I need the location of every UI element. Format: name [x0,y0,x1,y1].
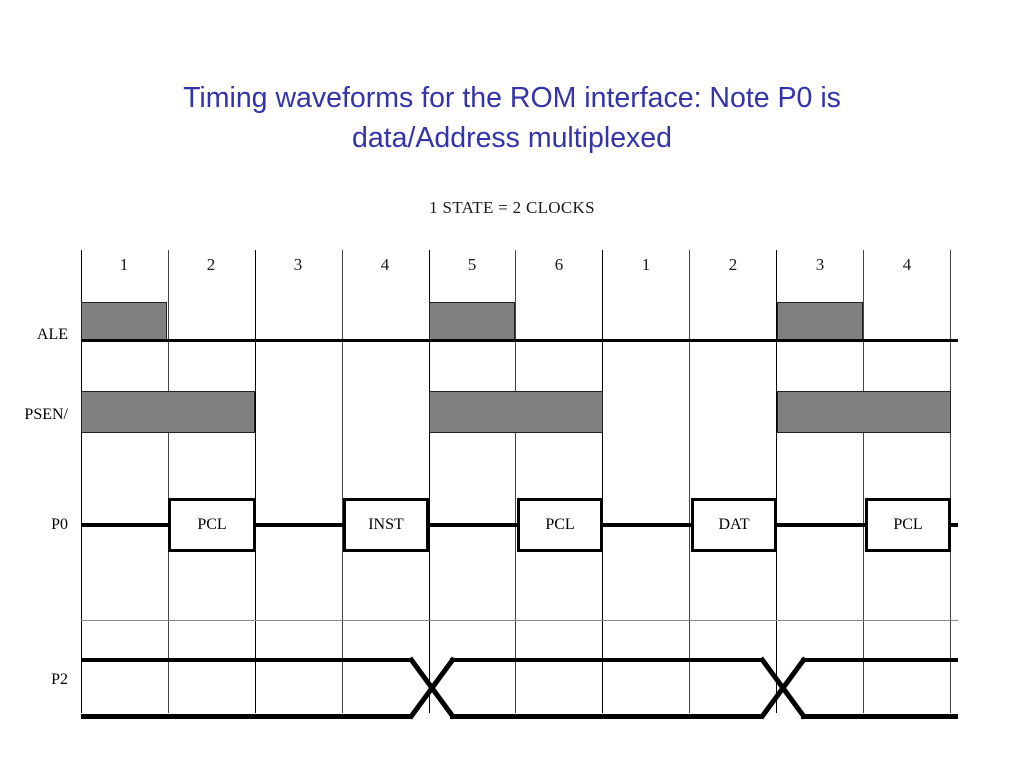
column-number-4: 4 [380,255,390,274]
title-line-2: data/Address multiplexed [351,122,672,154]
page-title: Timing waveforms for the ROM interface: … [62,78,962,158]
column-number-10: 4 [902,255,912,274]
ale-pulse-2 [429,302,515,340]
signal-label-ale: ALE [36,326,68,343]
ale-pulse-3 [777,302,863,340]
p0-segment-1 [81,523,170,527]
gridline-v-8 [776,250,777,713]
column-number-3: 3 [293,255,303,274]
gridline-v-6 [602,250,603,713]
p0-segment-6 [949,523,958,527]
gridline-v-3 [342,250,343,713]
signal-label-psen: PSEN/ [24,406,68,423]
p0-data-box-inst: INST [343,498,429,552]
p0-data-box-pcl-2: PCL [517,498,603,552]
p2-bottom-rail-1 [81,714,412,719]
ale-pulse-1 [81,302,167,340]
signal-label-p2: P2 [51,671,68,688]
column-number-5: 5 [467,255,477,274]
p0-segment-2 [254,523,345,527]
gridline-h-p2-top [81,620,958,621]
gridline-v-4 [429,250,430,713]
p2-top-rail-3 [801,658,958,662]
p2-crossover-2 [758,656,808,720]
gridline-v-1 [168,250,169,713]
diagram-note: 1 STATE = 2 CLOCKS [429,198,595,217]
column-number-1: 1 [119,255,129,274]
gridline-v-10 [950,250,951,713]
p0-segment-3 [428,523,519,527]
column-number-9: 3 [815,255,825,274]
psen-pulse-1 [81,391,255,433]
gridline-v-9 [863,250,864,713]
p0-segment-4 [602,523,693,527]
p2-crossover-1 [407,656,457,720]
p2-bottom-rail-3 [801,714,958,719]
p2-top-rail-2 [450,658,763,662]
column-number-2: 2 [206,255,216,274]
psen-pulse-2 [429,391,603,433]
p0-segment-5 [776,523,867,527]
p2-bottom-rail-2 [450,714,763,719]
p0-data-box-pcl-1: PCL [168,498,256,552]
psen-pulse-3 [777,391,951,433]
title-line-1: Timing waveforms for the ROM interface: … [183,82,841,114]
signal-label-p0: P0 [51,516,68,533]
gridline-v-5 [515,250,516,713]
gridline-v-2 [255,250,256,713]
column-number-6: 6 [554,255,564,274]
p0-data-box-dat: DAT [691,498,777,552]
p2-top-rail-1 [81,658,412,662]
ale-baseline [81,339,958,342]
p0-data-box-pcl-3: PCL [865,498,951,552]
column-number-8: 2 [728,255,738,274]
column-number-7: 1 [641,255,651,274]
gridline-v-0 [81,250,82,713]
gridline-v-7 [689,250,690,713]
